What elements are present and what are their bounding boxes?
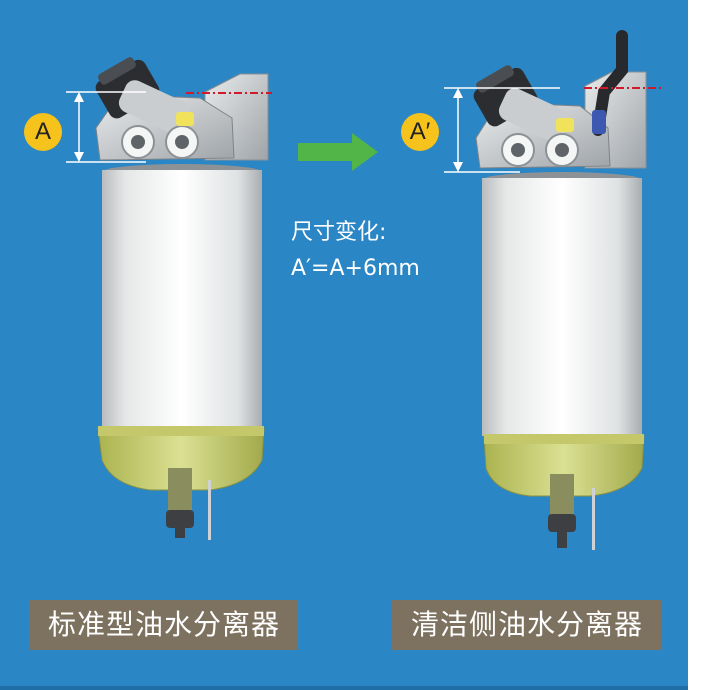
right-drain: [550, 474, 574, 518]
right-bowl: [483, 435, 645, 497]
left-pump-neck: [118, 80, 191, 135]
left-filter: [66, 57, 272, 540]
right-port-cap: [556, 118, 574, 132]
size-change-formula: A′=A+6mm: [291, 256, 420, 281]
right-strip: [688, 0, 705, 690]
left-drain: [168, 468, 192, 514]
left-dimension-badge: A: [24, 113, 62, 151]
right-pump-neck: [498, 88, 571, 143]
arrow-right-icon: [298, 133, 378, 171]
left-caption: 标准型油水分离器: [30, 600, 298, 650]
left-port-cap: [176, 112, 194, 126]
bottom-edge: [0, 686, 688, 690]
left-cylinder: [102, 170, 262, 428]
right-caption: 清洁侧油水分离器: [392, 600, 662, 650]
right-dimension-badge: A′: [401, 113, 439, 151]
size-change-label: 尺寸变化:: [291, 220, 387, 245]
right-filter: [444, 30, 664, 550]
right-cylinder: [482, 178, 642, 436]
